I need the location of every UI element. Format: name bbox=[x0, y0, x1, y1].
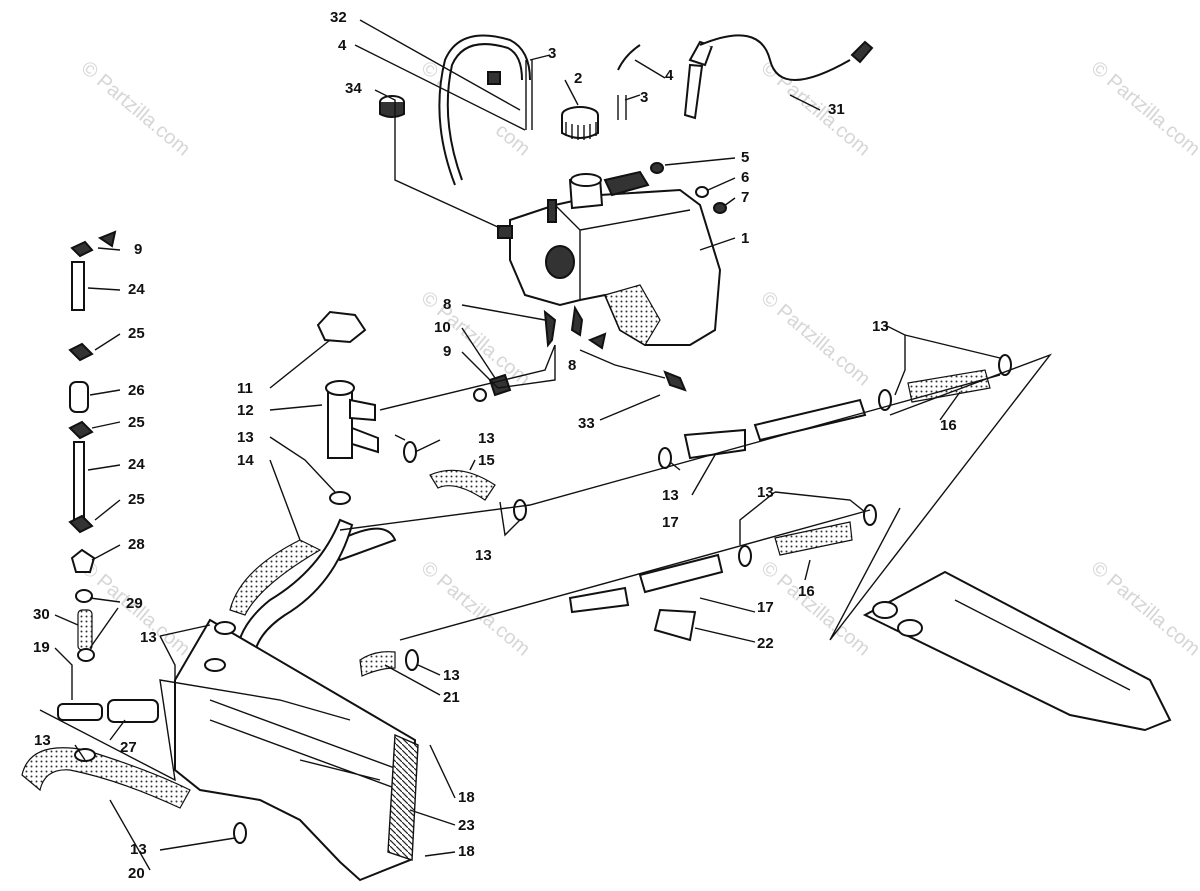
callout-13: 13 bbox=[478, 430, 495, 447]
arrow-marker bbox=[587, 332, 607, 350]
callout-4: 4 bbox=[338, 37, 347, 54]
callout-20: 20 bbox=[128, 865, 145, 882]
callout-1: 1 bbox=[741, 230, 749, 247]
overflow-hose-inner bbox=[446, 43, 523, 181]
callout-3: 3 bbox=[548, 45, 556, 62]
callout-23: 23 bbox=[458, 817, 475, 834]
callout-13: 13 bbox=[34, 732, 51, 749]
watermark: © Partzilla.com bbox=[1087, 57, 1200, 160]
callout-13: 13 bbox=[140, 629, 157, 646]
hose-runs bbox=[21, 369, 991, 809]
callout-3: 3 bbox=[640, 89, 648, 106]
callout-25: 25 bbox=[128, 325, 145, 342]
callout-9: 9 bbox=[443, 343, 451, 360]
callout-13: 13 bbox=[237, 429, 254, 446]
watermark: © Partzilla.com bbox=[417, 557, 534, 660]
callout-32: 32 bbox=[330, 9, 347, 26]
leader-lines bbox=[39, 19, 1053, 871]
callout-18: 18 bbox=[458, 789, 475, 806]
callout-22: 22 bbox=[757, 635, 774, 652]
callout-27: 27 bbox=[120, 739, 137, 756]
callout-9: 9 bbox=[134, 241, 142, 258]
bleed-line-stack bbox=[68, 240, 96, 662]
callout-8: 8 bbox=[568, 357, 576, 374]
watermark-layer: © Partzilla.com © Partzilla.com © Partzi… bbox=[77, 57, 1200, 660]
callout-2: 2 bbox=[574, 70, 582, 87]
callout-13: 13 bbox=[443, 667, 460, 684]
callout-13: 13 bbox=[872, 318, 889, 335]
vent-fitting bbox=[525, 60, 627, 130]
nut bbox=[713, 202, 727, 214]
callout-7: 7 bbox=[741, 189, 749, 206]
callout-34: 34 bbox=[345, 80, 362, 97]
coolant-tank bbox=[497, 170, 722, 346]
callout-13: 13 bbox=[475, 547, 492, 564]
callout-4: 4 bbox=[665, 67, 674, 84]
heat-exchanger-right bbox=[862, 570, 1172, 732]
callout-15: 15 bbox=[478, 452, 495, 469]
callout-30: 30 bbox=[33, 606, 50, 623]
cap-fitting bbox=[379, 95, 405, 118]
watermark: © Partzilla.com bbox=[77, 57, 194, 160]
hose-clamps bbox=[74, 304, 1012, 844]
callout-19: 19 bbox=[33, 639, 50, 656]
callout-16: 16 bbox=[798, 583, 815, 600]
callout-33: 33 bbox=[578, 415, 595, 432]
filler-neck bbox=[316, 310, 379, 459]
callout-25: 25 bbox=[128, 491, 145, 508]
watermark: © Partzilla.com bbox=[757, 287, 874, 390]
hose-clip bbox=[487, 71, 501, 85]
arrow-marker bbox=[97, 230, 117, 248]
callout-17: 17 bbox=[757, 599, 774, 616]
callout-13: 13 bbox=[757, 484, 774, 501]
tank-cap bbox=[561, 106, 599, 140]
washer bbox=[650, 162, 664, 174]
callout-25: 25 bbox=[128, 414, 145, 431]
heat-exchanger-left bbox=[174, 618, 419, 882]
washer bbox=[695, 186, 709, 198]
callout-13: 13 bbox=[662, 487, 679, 504]
callout-24: 24 bbox=[128, 456, 145, 473]
callout-17: 17 bbox=[662, 514, 679, 531]
callout-24: 24 bbox=[128, 281, 145, 298]
callout-21: 21 bbox=[443, 689, 460, 706]
callout-10: 10 bbox=[434, 319, 451, 336]
callout-28: 28 bbox=[128, 536, 145, 553]
callout-5: 5 bbox=[741, 149, 749, 166]
callout-labels: 32 4 3 2 4 3 34 31 5 6 7 1 9 24 25 26 25… bbox=[33, 9, 957, 882]
callout-6: 6 bbox=[741, 169, 749, 186]
callout-11: 11 bbox=[237, 380, 253, 397]
watermark: © Partzilla.com bbox=[417, 287, 534, 390]
callout-31: 31 bbox=[828, 101, 845, 118]
callout-13: 13 bbox=[130, 841, 147, 858]
callout-18: 18 bbox=[458, 843, 475, 860]
callout-8: 8 bbox=[443, 296, 451, 313]
watermark: © Partzilla.com bbox=[1087, 557, 1200, 660]
callout-14: 14 bbox=[237, 452, 254, 469]
temperature-sensor bbox=[683, 34, 874, 120]
callout-16: 16 bbox=[940, 417, 957, 434]
watermark: © Partzilla.com bbox=[757, 557, 874, 660]
callout-26: 26 bbox=[128, 382, 145, 399]
vent-hose bbox=[617, 44, 641, 71]
callout-12: 12 bbox=[237, 402, 254, 419]
callout-29: 29 bbox=[126, 595, 143, 612]
